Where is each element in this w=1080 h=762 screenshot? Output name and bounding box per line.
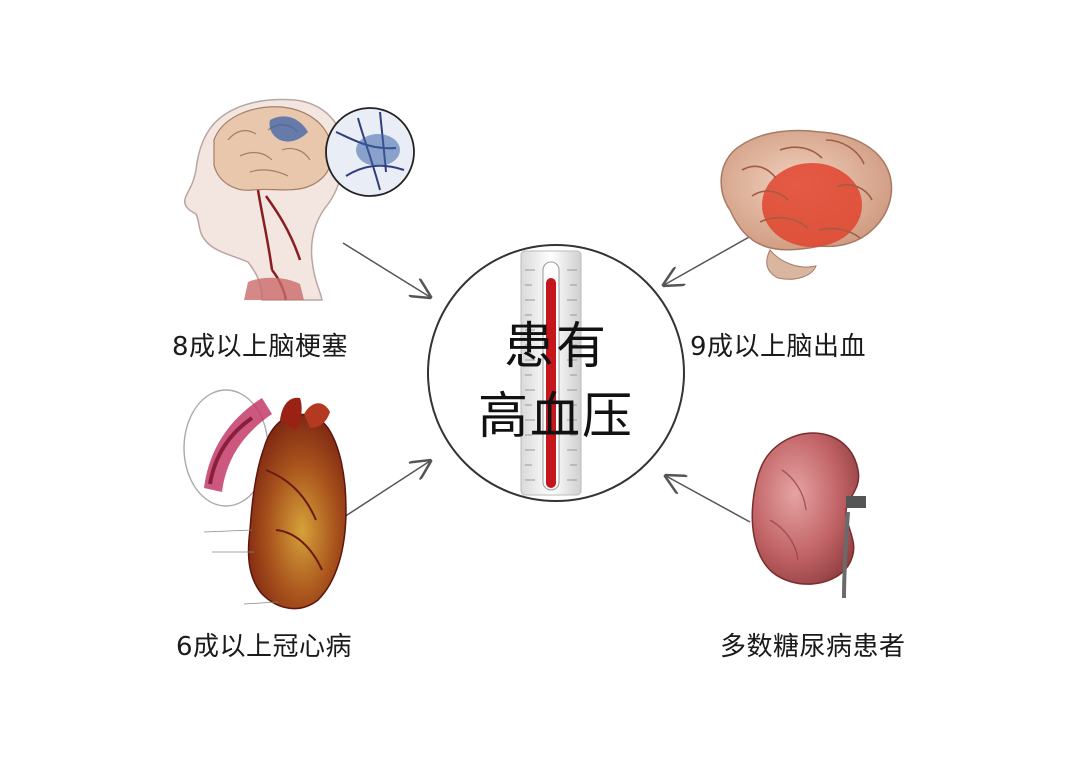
arrow-from-cerebral-hemorrhage xyxy=(664,231,759,285)
label-diabetes: 多数糖尿病患者 xyxy=(720,632,906,662)
thermometer-icon xyxy=(520,250,582,496)
center-title-line-1: 患有 xyxy=(504,317,608,375)
arrow-from-diabetes xyxy=(666,476,751,523)
label-cerebral-hemorrhage: 9成以上脑出血 xyxy=(690,332,867,362)
heart-icon xyxy=(183,389,347,610)
head-brain-vessels-icon xyxy=(184,98,415,301)
label-cerebral-infarction: 8成以上脑梗塞 xyxy=(172,332,349,362)
center-title-line-2: 高血压 xyxy=(478,387,634,445)
brain-icon xyxy=(720,129,893,280)
arrow-from-cerebral-infarction xyxy=(342,242,430,297)
kidney-icon xyxy=(751,432,866,599)
label-coronary-heart-disease: 6成以上冠心病 xyxy=(176,632,353,662)
arrow-from-coronary-heart-disease xyxy=(343,461,430,518)
